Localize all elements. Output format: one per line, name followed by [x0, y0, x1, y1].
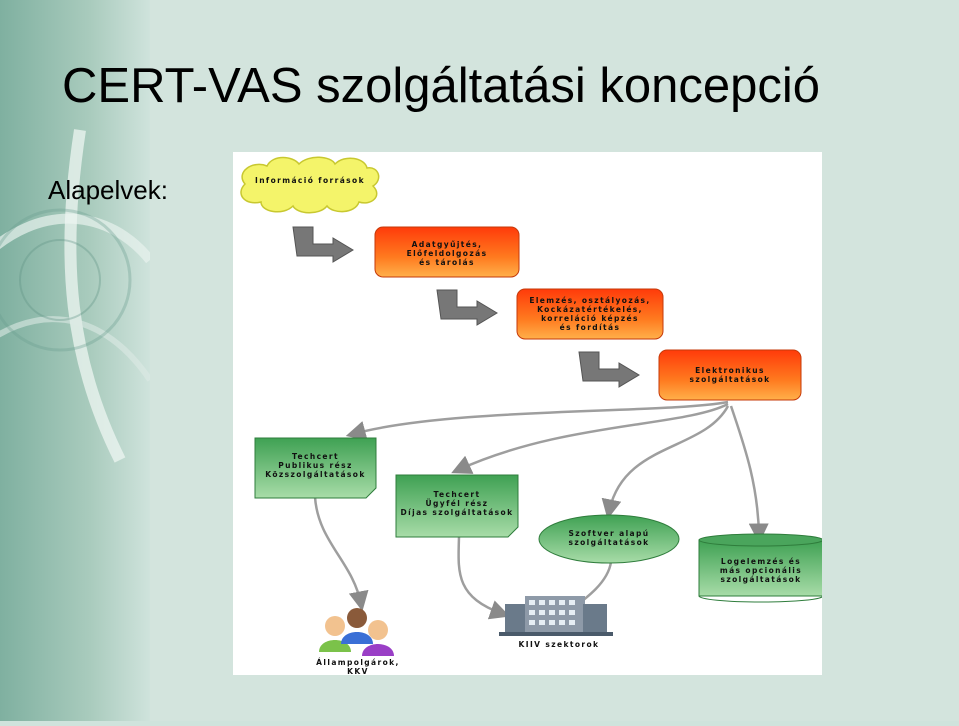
- electronic-services-label-line: Elektronikus: [695, 366, 765, 375]
- sectors-label: KIIV szektorok: [518, 640, 600, 649]
- citizens-label-line: KKV: [347, 667, 369, 676]
- collection-label-line: Adatgyűjtés,: [411, 240, 483, 249]
- public-label-line: Közszolgáltatások: [265, 470, 366, 479]
- electronic-services-label-line: szolgáltatások: [689, 375, 771, 384]
- public-label: Techcert Publikus rész Közszolgáltatások: [255, 452, 376, 479]
- connector-citizens: [313, 496, 369, 612]
- building-icon: [499, 596, 613, 636]
- analysis-label-line: Kockázatértékelés,: [537, 305, 643, 314]
- client-box: [395, 474, 519, 538]
- collection-box: [374, 226, 520, 278]
- slide-title: CERT-VAS szolgáltatási koncepció: [62, 59, 821, 113]
- collection-label-line: Előfeldolgozás: [406, 249, 488, 258]
- people-icon: [319, 608, 394, 656]
- citizens-label-line: Állampolgárok,: [316, 658, 400, 667]
- connector-public: [345, 400, 729, 441]
- swirl-decoration-icon: [0, 129, 154, 463]
- connector-client-sectors: [457, 536, 511, 620]
- connector-logs: [729, 405, 769, 544]
- electronic-services-label: Elektronikus szolgáltatások: [659, 366, 801, 384]
- logs-label-line: más opcionális: [719, 566, 803, 575]
- logs-label-line: Logelemzés és: [720, 557, 802, 566]
- electronic-services-box: [658, 349, 802, 401]
- client-label-line: Techcert: [433, 490, 481, 499]
- public-label-line: Publikus rész: [278, 461, 353, 470]
- software-label-line: szolgáltatások: [568, 538, 650, 547]
- connector-software: [601, 405, 730, 520]
- analysis-label-line: Elemzés, osztályozás,: [529, 296, 651, 305]
- step-arrow-1: [292, 226, 354, 263]
- cloud-label: Információ források: [255, 176, 365, 185]
- software-label: Szoftver alapú szolgáltatások: [539, 529, 679, 547]
- analysis-box: [516, 288, 664, 340]
- connector-client: [451, 402, 729, 474]
- slide-subtitle: Alapelvek:: [48, 175, 168, 205]
- collection-label: Adatgyűjtés, Előfeldolgozás és tárolás: [375, 240, 519, 267]
- logs-label: Logelemzés és más opcionális szolgáltatá…: [699, 557, 823, 584]
- software-label-line: Szoftver alapú: [568, 529, 650, 538]
- analysis-label-line: és fordítás: [559, 323, 621, 332]
- analysis-label: Elemzés, osztályozás, Kockázatértékelés,…: [517, 296, 663, 332]
- software-ellipse: [538, 514, 680, 564]
- information-sources-cloud: [240, 156, 380, 214]
- client-label-line: Díjas szolgáltatások: [400, 508, 514, 517]
- client-label-line: Ügyfél rész: [425, 499, 489, 508]
- logs-label-line: szolgáltatások: [720, 575, 802, 584]
- step-arrow-2: [436, 289, 498, 326]
- client-label: Techcert Ügyfél rész Díjas szolgáltatáso…: [396, 490, 518, 517]
- citizens-label: Állampolgárok, KKV: [293, 658, 423, 676]
- analysis-label-line: korreláció képzés: [541, 314, 639, 323]
- logs-cylinder: [698, 533, 822, 603]
- public-label-line: Techcert: [291, 452, 339, 461]
- step-arrow-3: [578, 351, 640, 388]
- concept-diagram: Információ források Adatgyűjtés, Előfeld…: [233, 152, 823, 676]
- public-box: [254, 437, 377, 499]
- slide-background-art: [0, 0, 154, 721]
- collection-label-line: és tárolás: [419, 258, 475, 267]
